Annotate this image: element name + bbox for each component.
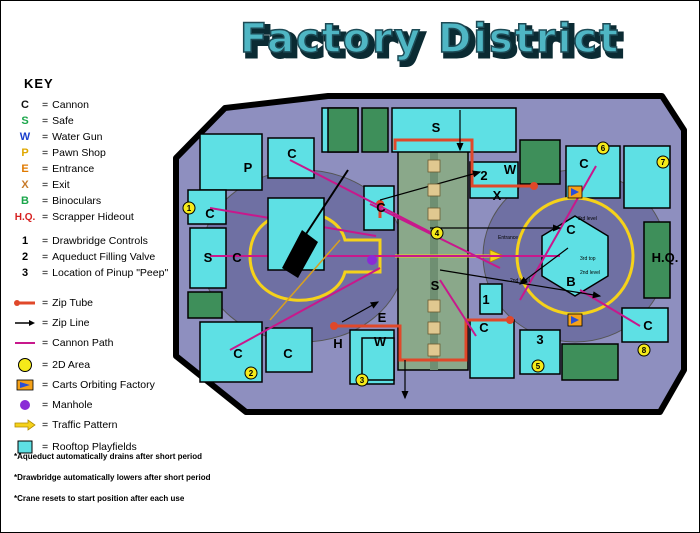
note-crane: *Crane resets to start position after ea…	[14, 494, 185, 503]
note-drawbridge: *Drawbridge automatically lowers after s…	[14, 473, 211, 482]
key-row-water-gun: W=Water Gun	[19, 131, 103, 143]
legend-zip-tube: =Zip Tube	[14, 295, 204, 311]
svg-text:Factory District: Factory District	[244, 20, 624, 66]
key-row-pawn-shop: P=Pawn Shop	[21, 147, 106, 159]
key-row-entrance: E=Entrance	[21, 163, 95, 175]
legend-manhole: =Manhole	[14, 397, 204, 413]
key-heading: KEY	[24, 76, 54, 91]
legend-2d-area: =2D Area	[14, 357, 204, 373]
page-title: Factory District Factory District	[240, 15, 625, 68]
key-row-safe: S=Safe	[21, 115, 74, 127]
key-row-peep: 3=Location of Pinup "Peep"	[21, 267, 169, 279]
key-row-exit: X=Exit	[21, 179, 70, 191]
legend-carts: =Carts Orbiting Factory	[14, 377, 204, 393]
key-row-hideout: H.Q.=Scrapper Hideout	[14, 211, 134, 223]
key-row-valve: 2=Aqueduct Filling Valve	[21, 251, 156, 263]
key-row-cannon: C=Cannon	[21, 99, 89, 111]
key-row-drawbridge: 1=Drawbridge Controls	[21, 235, 148, 247]
legend-rooftop: =Rooftop Playfields	[14, 439, 204, 455]
note-aqueduct: *Aqueduct automatically drains after sho…	[14, 452, 203, 461]
map-key: KEY C=Cannon S=Safe W=Water Gun P=Pawn S…	[14, 76, 204, 455]
notes: *Aqueduct automatically drains after sho…	[14, 452, 211, 515]
svg-text:Factory District: Factory District	[240, 16, 620, 62]
legend-zip-line: =Zip Line	[14, 315, 204, 331]
legend-traffic: =Traffic Pattern	[14, 417, 204, 433]
legend-cannon-path: =Cannon Path	[15, 337, 114, 349]
key-row-binoculars: B=Binoculars	[21, 195, 102, 207]
